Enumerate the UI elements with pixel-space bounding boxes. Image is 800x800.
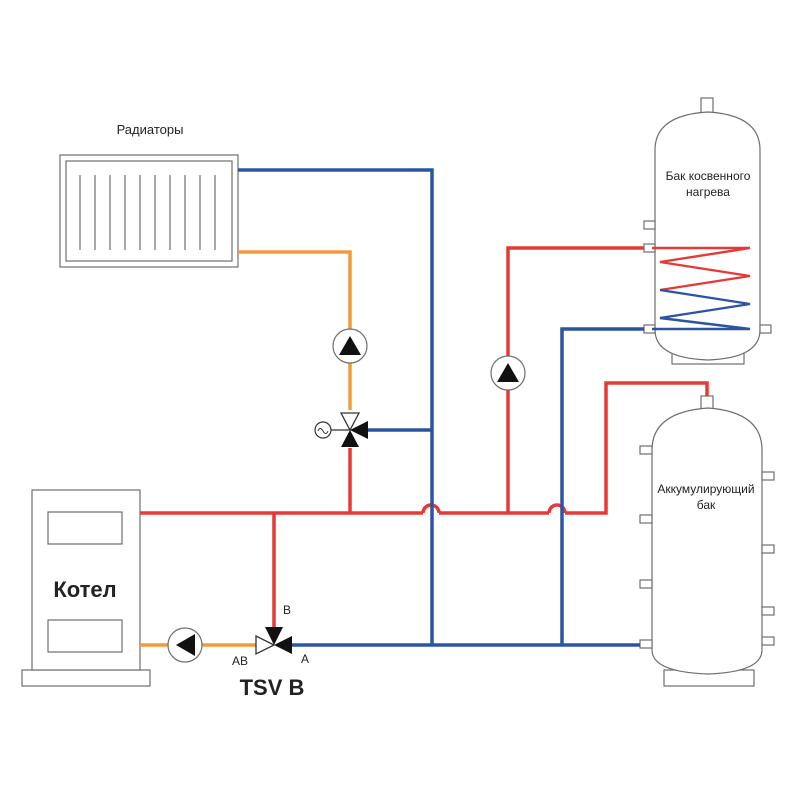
indirect-tank-label-line1: Бак косвенного (666, 169, 751, 183)
radiator (59, 154, 239, 268)
port-b-label: B (283, 603, 291, 617)
boiler (21, 489, 151, 687)
buffer-tank (639, 395, 775, 687)
port-ab-label: AB (232, 654, 248, 668)
supply-red-pipes (140, 246, 709, 628)
radiator-return-orange-pipe (238, 250, 352, 330)
boiler-pump-icon (167, 627, 203, 663)
indirect-heating-tank (643, 97, 772, 365)
tank-pump-icon (490, 355, 526, 391)
tsv-b-valve-icon (255, 627, 292, 656)
buffer-tank-label-line1: Аккумулирующий (657, 482, 754, 496)
indirect-tank-label-line2: нагрева (686, 185, 730, 199)
boiler-label: Котел (53, 577, 116, 602)
port-a-label: A (301, 652, 309, 666)
mixing-valve-icon (314, 412, 368, 447)
tsv-b-label: TSV B (240, 675, 305, 700)
radiator-pump-icon (332, 328, 368, 364)
buffer-tank-label-line2: бак (697, 498, 716, 512)
return-blue-pipes (238, 168, 644, 647)
radiators-label: Радиаторы (117, 122, 184, 137)
